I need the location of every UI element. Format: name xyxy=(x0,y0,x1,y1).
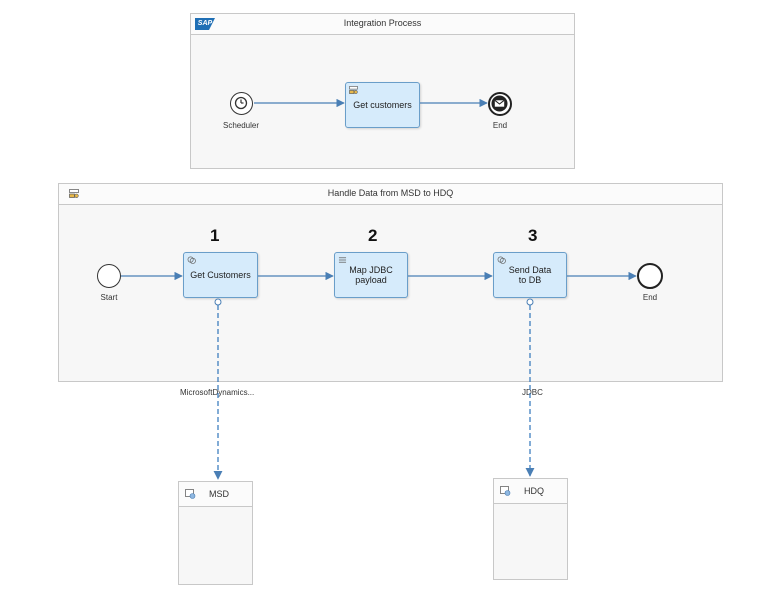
get-customers-top-label: Get customers xyxy=(353,100,412,110)
get-customers-label: Get Customers xyxy=(190,270,251,280)
end-event[interactable] xyxy=(637,263,663,289)
msd-connection-label: MicrosoftDynamics... xyxy=(180,388,255,397)
local-process-icon xyxy=(69,189,79,198)
step-number-1: 1 xyxy=(210,226,220,245)
msd-participant[interactable]: MSD xyxy=(178,481,253,585)
clock-icon xyxy=(234,96,248,110)
integration-process-header: SAP Integration Process xyxy=(191,14,574,35)
step-number-3: 3 xyxy=(528,226,538,245)
step-number-2: 2 xyxy=(368,226,378,245)
scheduler-timer-event[interactable] xyxy=(230,92,253,115)
end-label-top: End xyxy=(492,121,508,130)
jdbc-connection-label: JDBC xyxy=(522,388,543,397)
envelope-icon xyxy=(491,95,508,112)
map-jdbc-payload-label: Map JDBC payload xyxy=(349,265,393,285)
integration-process-title: Integration Process xyxy=(343,18,422,28)
sap-logo: SAP xyxy=(195,18,215,30)
get-customers-task-top[interactable]: Get customers xyxy=(345,82,420,128)
get-customers-task[interactable]: Get Customers xyxy=(183,252,258,298)
process-call-icon xyxy=(349,86,358,94)
map-jdbc-payload-task[interactable]: Map JDBC payload xyxy=(334,252,408,298)
hdq-participant[interactable]: HDQ xyxy=(493,478,568,580)
request-reply-icon xyxy=(187,256,196,264)
scheduler-label: Scheduler xyxy=(222,121,260,130)
start-event[interactable] xyxy=(97,264,121,288)
receiver-system-icon xyxy=(185,489,196,499)
integration-process-pool[interactable]: SAP Integration Process xyxy=(190,13,575,169)
send-data-to-db-task[interactable]: Send Data to DB xyxy=(493,252,567,298)
hdq-participant-title: HDQ xyxy=(524,486,544,496)
message-end-event[interactable] xyxy=(488,92,512,116)
msd-participant-header: MSD xyxy=(179,482,252,507)
receiver-system-icon xyxy=(500,486,511,496)
end-label: End xyxy=(642,293,658,302)
msd-participant-title: MSD xyxy=(209,489,229,499)
mapping-icon xyxy=(338,257,347,263)
local-process-title: Handle Data from MSD to HDQ xyxy=(327,188,454,198)
request-reply-icon xyxy=(497,256,506,264)
send-data-to-db-label: Send Data to DB xyxy=(508,265,552,285)
start-label: Start xyxy=(100,293,118,302)
hdq-participant-header: HDQ xyxy=(494,479,567,504)
local-process-header: Handle Data from MSD to HDQ xyxy=(59,184,722,205)
